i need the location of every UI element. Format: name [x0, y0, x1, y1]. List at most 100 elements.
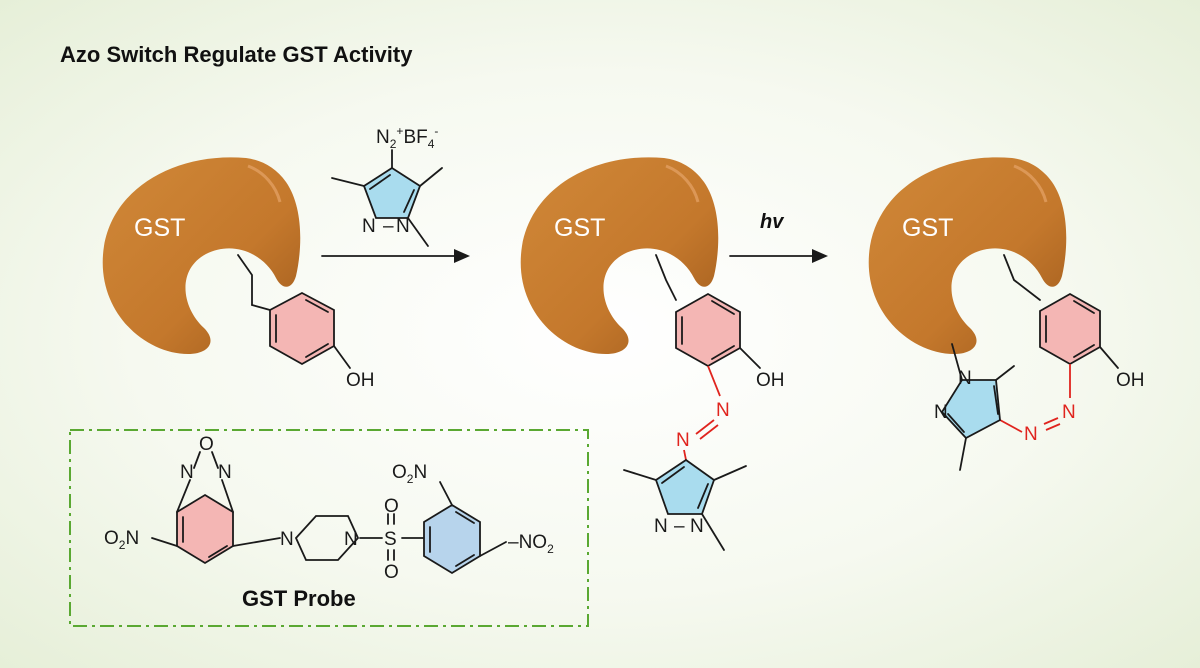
sulfonyl-o-bottom: O	[384, 562, 399, 583]
ring-inner-bond	[369, 174, 391, 190]
arrow-photoswitch: hv	[729, 211, 828, 263]
azo-bond	[999, 419, 1023, 433]
ring-attach-bond-1	[251, 304, 271, 311]
methyl-bond	[959, 437, 967, 471]
azo-n-right-3: N	[1062, 402, 1076, 423]
linker-bond-2	[655, 254, 677, 301]
arrowhead-1	[454, 249, 470, 263]
ring-inner-bond	[661, 466, 685, 484]
arrow-diazo-coupling	[321, 249, 470, 263]
enzyme-2: GST	[519, 155, 720, 356]
azo-bond	[683, 449, 687, 461]
azo-n-upper-2: N	[716, 400, 730, 421]
oxadiazole-bond	[211, 451, 219, 469]
nitro-bond	[151, 537, 178, 547]
linker-bond-3	[1003, 254, 1041, 301]
azo-n-lower-2: N	[676, 430, 690, 451]
hydroxyl-label-1: OH	[346, 370, 375, 391]
ring-inner-bond	[1073, 300, 1095, 314]
oh-bond-3	[1099, 346, 1119, 369]
oxadiazole-n-right: N	[218, 462, 232, 483]
phenol-ring-1	[269, 291, 335, 366]
probe-label: GST Probe	[242, 586, 356, 611]
hydroxyl-label-3: OH	[1116, 370, 1145, 391]
ring-inner-bond	[993, 385, 999, 415]
probe-box: O N N O2N N N S O O O2N –NO2 GST Probe	[69, 429, 589, 627]
ring-inner-bond	[305, 343, 329, 358]
hydroxyl-label-2: OH	[756, 370, 785, 391]
oh-bond-2	[739, 347, 761, 369]
tyrosine-1: OH	[237, 254, 375, 391]
azo-bond	[1045, 423, 1061, 431]
probe-box-border	[69, 429, 589, 627]
nitro-right: –NO2	[508, 532, 554, 556]
azo-bond	[1043, 417, 1059, 425]
ring-n-right: N	[396, 216, 410, 237]
dinitrophenyl-ring	[423, 503, 481, 575]
nitro-top: O2N	[392, 462, 427, 486]
nitro-right-bond	[479, 541, 507, 557]
ring-inner-bond	[455, 554, 475, 567]
light-label: hv	[760, 211, 785, 233]
sulfonyl-s: S	[384, 529, 397, 550]
ring-inner-bond	[455, 511, 475, 524]
methyl-right	[419, 167, 443, 187]
azo-bond	[699, 424, 719, 440]
arrowhead-2	[812, 249, 828, 263]
nitro-top-bond	[439, 481, 453, 506]
enzyme-label-3: GST	[902, 214, 953, 242]
methyl-left	[331, 177, 365, 187]
enzyme-label-1: GST	[134, 214, 185, 242]
phenol-ring-3	[1039, 292, 1101, 366]
methyl-bond	[951, 343, 963, 381]
methyl-n	[407, 217, 429, 247]
phenol-ring-2	[675, 292, 741, 368]
ring-dash: –	[674, 516, 685, 537]
azo-bond	[707, 365, 721, 397]
oxadiazole-bond	[193, 451, 201, 469]
oxadiazole-o: O	[199, 434, 214, 455]
diazonium-reagent: N2+BF4- N – N	[331, 124, 443, 247]
methyl-bond	[713, 465, 747, 481]
methyl-bond	[701, 513, 725, 551]
oxadiazole-bond	[176, 479, 191, 513]
methyl-bond	[623, 469, 657, 481]
nbd-to-piperazine	[232, 537, 281, 547]
methyl-bond	[995, 365, 1015, 381]
nbd-benzene-ring	[176, 493, 234, 565]
scheme-title: Azo Switch Regulate GST Activity	[60, 42, 413, 67]
enzyme-label-2: GST	[554, 214, 605, 242]
oh-bond-1	[333, 345, 351, 369]
ring-inner-bond	[1073, 344, 1095, 358]
azo-n-left-3: N	[1024, 424, 1038, 445]
ring-inner-bond	[403, 189, 415, 213]
reagent-formula: N2+BF4-	[376, 124, 438, 151]
ring-dash: –	[383, 216, 394, 237]
linker-bond-1	[237, 254, 253, 306]
pyrazole-ring-2	[654, 458, 716, 515]
pyrazole-n-right-2: N	[690, 516, 704, 537]
ring-inner-bond	[305, 299, 329, 313]
oxadiazole-bond	[221, 479, 234, 513]
piperazine-n-left: N	[280, 529, 294, 550]
ring-inner-bond	[711, 300, 735, 315]
pyrazole-n-top-3: N	[958, 368, 972, 389]
piperazine-ring	[294, 515, 360, 561]
azo-tyrosine-3: OH N N N N	[934, 254, 1145, 471]
oxadiazole-n-left: N	[180, 462, 194, 483]
azo-tyrosine-2: OH N N N – N	[623, 254, 785, 551]
azo-bond	[695, 419, 715, 435]
pyrazole-n-left-3: N	[934, 402, 948, 423]
nitro-left: O2N	[104, 528, 139, 552]
enzyme-3: GST	[867, 155, 1068, 356]
piperazine-n-right: N	[344, 529, 358, 550]
ring-n-left: N	[362, 216, 376, 237]
enzyme-1: GST	[101, 155, 302, 356]
ring-inner-bond	[697, 483, 709, 509]
sulfonyl-o-top: O	[384, 496, 399, 517]
ring-inner-bond	[208, 545, 228, 558]
ring-inner-bond	[711, 345, 735, 360]
pyrazole-n-left-2: N	[654, 516, 668, 537]
